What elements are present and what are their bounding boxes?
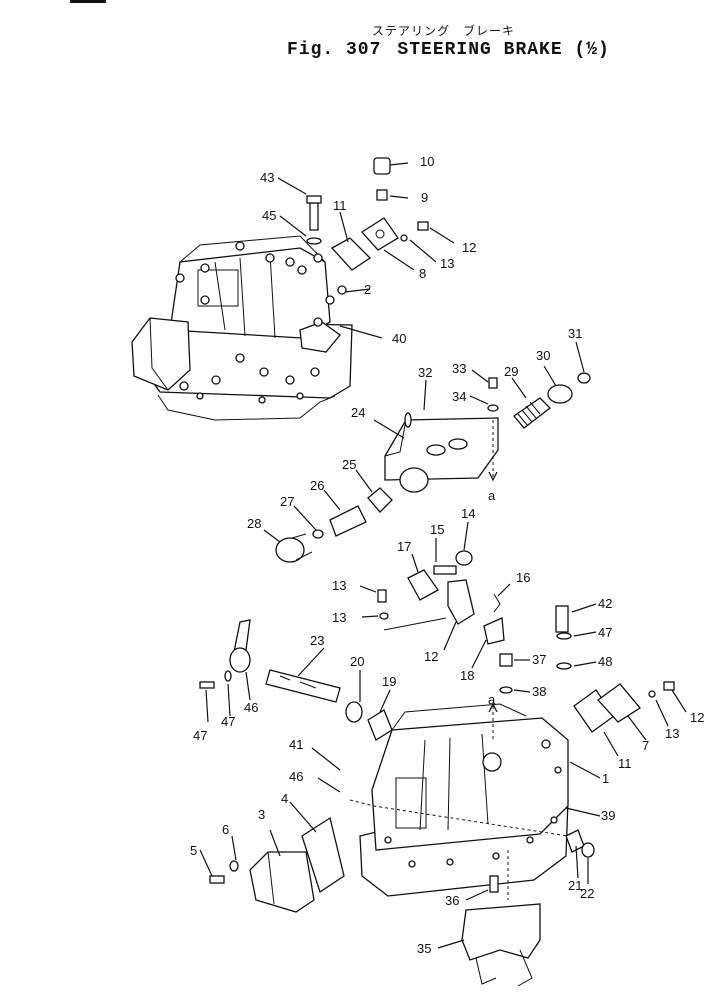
callout-34: 31 [568,326,582,341]
callout-20: 17 [397,539,411,554]
callout-46: 43 [260,170,274,185]
callout-24: 21 [568,878,582,893]
callout-49: 46 [244,700,258,715]
corner-mark [70,0,106,3]
callout-35: 32 [418,365,432,380]
lower-housing-drawing [359,703,595,987]
callout-48-right: 48 [598,654,612,669]
callout-48: 45 [262,208,276,223]
callout-33: 30 [536,348,550,363]
callout-18: 15 [430,522,444,537]
callout-19: 16 [516,570,530,585]
cover-parts-drawing [209,816,345,913]
callout-16: 13 [332,610,346,625]
callout-13-right: 13 [665,726,679,741]
callout-17: 14 [461,506,475,521]
callout-14: 12 [424,649,438,664]
callout-6: 6 [222,822,229,837]
callout-36: 33 [452,361,466,376]
callout-12: 12 [462,240,476,255]
callout-28: 25 [342,457,356,472]
callout-31: 28 [247,516,261,531]
callout-45: 42 [598,596,612,611]
figure-title: Fig. 307 STEERING BRAKE (½) [287,40,610,60]
callout-42: 39 [601,808,615,823]
callout-22: 19 [382,674,396,689]
callout-15: 13 [332,578,346,593]
callout-47-right: 47 [598,625,612,640]
callout-10: 10 [420,154,434,169]
callout-30: 27 [280,494,294,509]
callout-5: 5 [190,843,197,858]
callout-40: 37 [532,652,546,667]
callout-47-left: 46 [289,769,303,784]
callout-44: 41 [289,737,303,752]
callout-37: 34 [452,389,466,404]
callout-4: 4 [281,791,288,806]
figure-caption: STEERING BRAKE (½) [397,40,610,60]
callout-11: 11 [333,198,347,213]
callout-3: 3 [258,807,265,822]
middle-parts-drawing [275,372,591,563]
callout-27: 24 [351,405,365,420]
callout-50: 47 [193,728,207,743]
callout-11-right: 11 [618,756,632,771]
callout-labels: 10 9 43 45 11 12 13 8 2 40 32 33 34 29 3… [190,154,704,956]
callout-43: 40 [392,331,406,346]
title-japanese: ステアリング ブレーキ [372,24,516,38]
callout-25: 22 [580,886,594,901]
callout-12-right: 12 [690,710,704,725]
callout-9: 9 [421,190,428,205]
callout-1: 1 [602,771,609,786]
callout-26: 23 [310,633,324,648]
callout-7: 7 [642,738,649,753]
upper-small-parts [306,157,429,271]
callout-21: 18 [460,668,474,683]
callout-32: 29 [504,364,518,379]
callout-13: 13 [440,256,454,271]
callout-41: 38 [532,684,546,699]
upper-housing-drawing [131,235,353,421]
callout-a-upper: a [488,488,496,503]
callout-29: 26 [310,478,324,493]
callout-a-lower: a [488,692,496,707]
callout-2: 2 [364,282,371,297]
leader-lines [199,162,687,949]
figure-number: Fig. 307 [287,40,382,60]
callout-8: 8 [419,266,426,281]
callout-39: 36 [445,893,459,908]
lower-middle-parts-drawing [199,550,675,741]
callout-51: 47 [221,714,235,729]
callout-23: 20 [350,654,364,669]
callout-38: 35 [417,941,431,956]
